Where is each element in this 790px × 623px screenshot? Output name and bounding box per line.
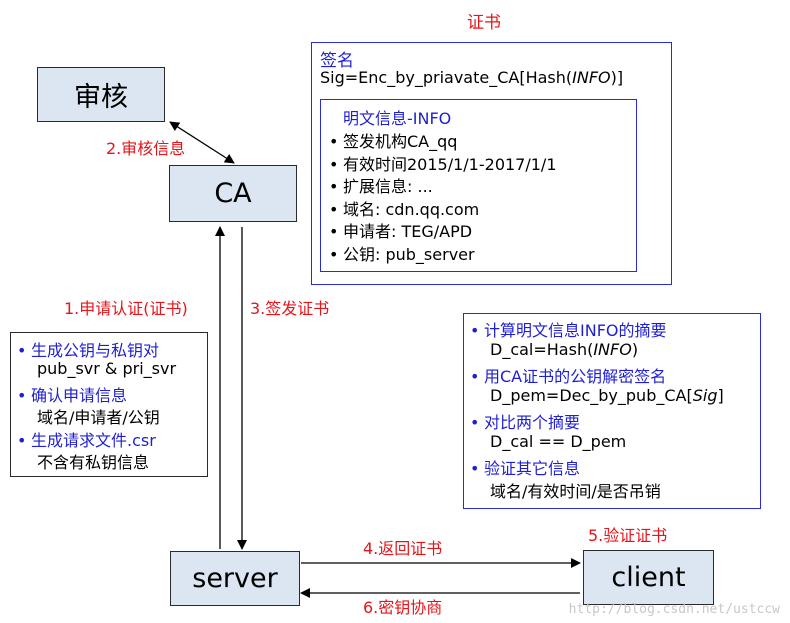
- server-step-3-detail: 不含有私钥信息: [37, 453, 150, 472]
- client-step-3: •对比两个摘要: [470, 413, 581, 432]
- step-2-label: 2.审核信息: [106, 139, 186, 158]
- server-step-1: •生成公钥与私钥对: [17, 341, 160, 360]
- bullet-icon: •: [329, 244, 339, 264]
- info-item-text: 有效时间2015/1/1-2017/1/1: [343, 154, 557, 174]
- info-heading: 明文信息-INFO: [343, 109, 452, 128]
- client-node: client: [583, 550, 714, 605]
- bullet-icon: •: [329, 154, 339, 174]
- certificate-panel: 签名 Sig=Enc_by_priavate_CA[Hash(INFO)] 明文…: [311, 42, 672, 285]
- info-item: •扩展信息: ...: [329, 173, 433, 197]
- signature-formula: Sig=Enc_by_priavate_CA[Hash(INFO)]: [320, 68, 624, 87]
- step-5-label: 5.验证证书: [588, 526, 668, 545]
- certificate-title: 证书: [467, 13, 501, 33]
- client-step-1-detail: D_cal=Hash(INFO): [490, 340, 639, 359]
- info-item-text: 域名: cdn.qq.com: [343, 199, 480, 219]
- server-step-2: •确认申请信息: [17, 386, 128, 405]
- client-step-4-detail: 域名/有效时间/是否吊销: [490, 482, 661, 501]
- arrow-audit-ca: [169, 121, 235, 164]
- server-steps-panel: •生成公钥与私钥对 pub_svr & pri_svr •确认申请信息 域名/申…: [10, 332, 208, 477]
- client-step-2-detail: D_pem=Dec_by_pub_CA[Sig]: [490, 386, 724, 405]
- client-step-3-detail: D_cal == D_pem: [490, 432, 627, 451]
- ca-node: CA: [169, 165, 297, 222]
- info-item-text: 扩展信息: ...: [343, 177, 433, 196]
- server-step-3: •生成请求文件.csr: [17, 431, 156, 450]
- client-step-2: •用CA证书的公钥解密签名: [470, 367, 667, 386]
- info-item: •公钥: pub_server: [329, 241, 475, 265]
- step-1-label: 1.申请认证(证书): [64, 299, 188, 318]
- bullet-icon: •: [329, 177, 339, 196]
- info-item-text: 公钥: pub_server: [343, 244, 475, 264]
- server-step-2-detail: 域名/申请者/公钥: [37, 408, 160, 427]
- bullet-icon: •: [329, 132, 339, 151]
- step-3-label: 3.签发证书: [250, 299, 330, 318]
- bullet-icon: •: [329, 199, 339, 219]
- bullet-icon: •: [329, 222, 339, 241]
- info-item: •域名: cdn.qq.com: [329, 196, 479, 220]
- client-step-4: •验证其它信息: [470, 459, 581, 478]
- info-item: •申请者: TEG/APD: [329, 218, 472, 242]
- step-6-label: 6.密钥协商: [363, 598, 443, 617]
- signature-heading: 签名: [320, 51, 354, 71]
- audit-node: 审核: [37, 67, 165, 122]
- info-item: •签发机构CA_qq: [329, 128, 457, 152]
- info-item: •有效时间2015/1/1-2017/1/1: [329, 151, 557, 175]
- client-steps-panel: •计算明文信息INFO的摘要 D_cal=Hash(INFO) •用CA证书的公…: [463, 313, 761, 509]
- watermark: http://blog.csdn.net/ustccw: [568, 602, 780, 617]
- info-panel: 明文信息-INFO •签发机构CA_qq•有效时间2015/1/1-2017/1…: [320, 99, 637, 272]
- info-item-text: 签发机构CA_qq: [343, 132, 458, 151]
- server-step-1-detail: pub_svr & pri_svr: [37, 359, 177, 378]
- client-step-1: •计算明文信息INFO的摘要: [470, 321, 667, 340]
- server-node: server: [170, 551, 300, 606]
- step-4-label: 4.返回证书: [363, 539, 443, 558]
- info-item-text: 申请者: TEG/APD: [343, 222, 473, 241]
